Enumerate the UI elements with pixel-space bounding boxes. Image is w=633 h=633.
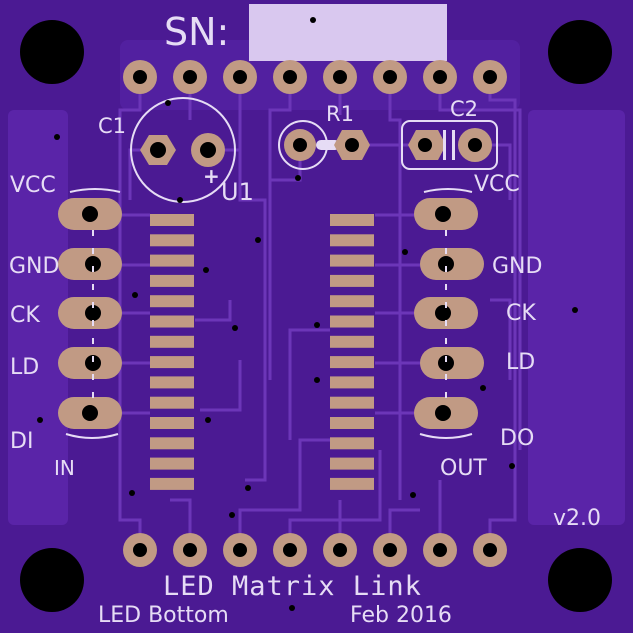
u1-pads xyxy=(150,214,374,490)
u1-pad xyxy=(330,477,374,490)
copper-pour-left xyxy=(8,110,68,525)
u1-pad xyxy=(330,376,374,389)
version-label: v2.0 xyxy=(553,506,601,531)
left-pin-ld: LD xyxy=(10,355,39,380)
u1-pad xyxy=(150,254,194,267)
u1-pad xyxy=(330,457,374,470)
u1-pad xyxy=(150,274,194,287)
right-pin-ld: LD xyxy=(506,350,535,375)
right-connector-pads xyxy=(414,188,484,439)
right-direction-out: OUT xyxy=(440,456,487,481)
left-pin-ck: CK xyxy=(10,303,40,328)
left-pin-vcc: VCC xyxy=(10,173,56,198)
capacitor-c2 xyxy=(401,120,498,170)
u1-pad xyxy=(150,396,194,409)
u1-pad xyxy=(330,315,374,328)
right-pin-vcc: VCC xyxy=(474,172,520,197)
c1-label: C1 xyxy=(98,114,126,138)
right-pin-do: DO xyxy=(500,426,534,451)
left-connector-pads xyxy=(58,188,122,439)
u1-pad xyxy=(150,214,194,226)
mounting-hole-bl xyxy=(20,548,84,612)
u1-pad xyxy=(150,457,194,470)
bottom-header-pads xyxy=(123,533,507,567)
u1-pad xyxy=(150,315,194,328)
u1-pad xyxy=(330,214,374,226)
u1-pad xyxy=(150,356,194,369)
u1-pad xyxy=(330,254,374,267)
copper-pour-right xyxy=(528,110,625,525)
serial-box-via xyxy=(310,17,316,23)
right-pin-gnd: GND xyxy=(492,254,542,279)
left-pin-gnd: GND xyxy=(9,254,59,279)
u1-pad xyxy=(330,437,374,450)
board-subtitle: LED Bottom xyxy=(98,603,229,628)
c2-label: C2 xyxy=(450,97,478,121)
u1-pad xyxy=(330,295,374,308)
u1-pad xyxy=(330,356,374,369)
u1-pad xyxy=(150,295,194,308)
u1-pad xyxy=(150,376,194,389)
mounting-hole-br xyxy=(548,548,612,612)
mounting-hole-tr xyxy=(548,20,612,84)
u1-pad xyxy=(330,274,374,287)
capacitor-c1 xyxy=(130,97,236,203)
u1-pad xyxy=(150,477,194,490)
u1-pad xyxy=(150,234,194,247)
serial-label: SN: xyxy=(164,10,229,54)
u1-pad xyxy=(150,417,194,429)
u1-pad xyxy=(150,335,194,348)
resistor-r1 xyxy=(278,120,370,170)
mounting-hole-tl xyxy=(20,20,84,84)
u1-label: U1 xyxy=(221,178,254,206)
serial-number-box xyxy=(249,4,447,61)
polarity-mark: + xyxy=(203,164,220,188)
mounting-holes xyxy=(20,20,612,612)
u1-pad xyxy=(330,335,374,348)
vias xyxy=(37,100,578,611)
u1-pad xyxy=(330,396,374,409)
right-pin-ck: CK xyxy=(506,301,536,326)
board-date: Feb 2016 xyxy=(350,603,452,628)
u1-pad xyxy=(330,234,374,247)
left-pin-di: DI xyxy=(10,429,33,454)
top-header-pads xyxy=(123,60,507,94)
left-direction-in: IN xyxy=(54,456,75,480)
u1-pad xyxy=(150,437,194,450)
u1-pad xyxy=(330,417,374,429)
board-title: LED Matrix Link xyxy=(163,571,422,602)
r1-label: R1 xyxy=(326,102,354,126)
